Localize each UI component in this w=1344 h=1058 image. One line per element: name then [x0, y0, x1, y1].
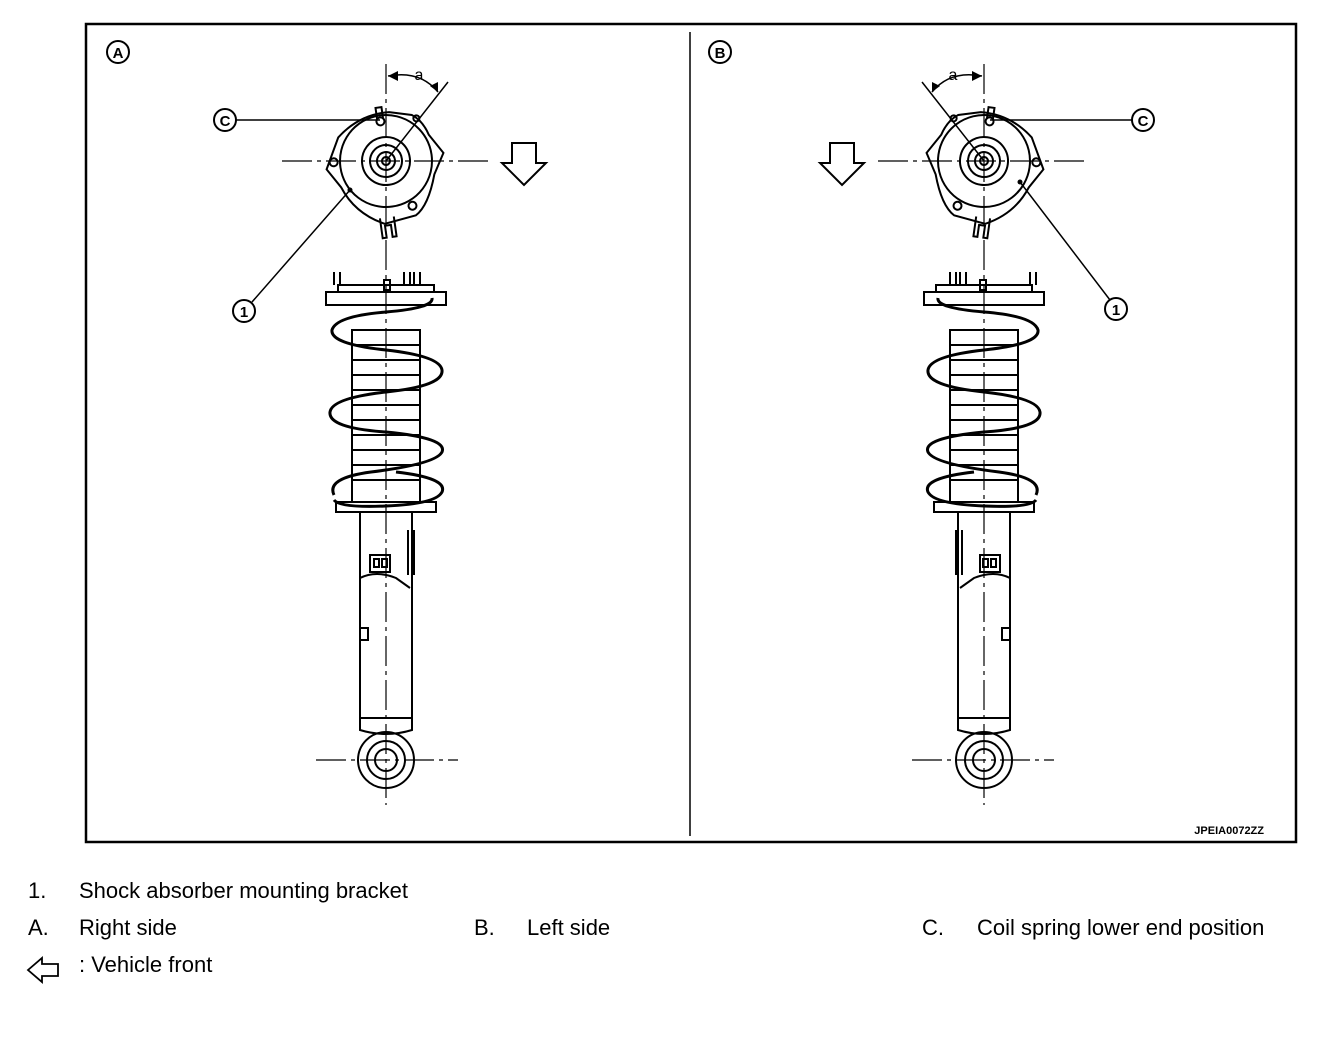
vehicle-front-arrow-a — [501, 142, 547, 186]
legend-item-1-text: Shock absorber mounting bracket — [79, 878, 408, 903]
callout-1-label-a: 1 — [240, 304, 248, 321]
vehicle-front-arrow-b — [819, 142, 865, 186]
legend-item-1-key: 1. — [28, 878, 47, 903]
panel-a: A a C 1 — [106, 40, 547, 805]
figure-code: JPEIA0072ZZ — [1194, 825, 1264, 837]
callout-1-label-b: 1 — [1112, 302, 1120, 319]
panel-a-label: A — [113, 45, 124, 62]
callout-1-badge-a — [232, 299, 256, 323]
angle-label-a: a — [415, 67, 424, 84]
figure-frame — [84, 22, 1298, 844]
legend-item-c-key: C. — [922, 915, 944, 940]
angle-label-b: a — [949, 67, 958, 84]
callout-c-badge-a — [213, 108, 237, 132]
panel-b: B a C 1 — [708, 40, 1155, 805]
callout-c-badge-b — [1131, 108, 1155, 132]
legend-item-b-key: B. — [474, 915, 495, 940]
hollow-arrow-left-icon — [26, 956, 59, 984]
callout-1-badge-b — [1104, 297, 1128, 321]
legend-item-c-text: Coil spring lower end position — [977, 915, 1265, 940]
legend-vehicle-front-text: : Vehicle front — [79, 952, 213, 977]
legend-item-b-text: Left side — [527, 915, 611, 940]
panel-b-label: B — [715, 45, 726, 62]
callout-c-label-a: C — [220, 113, 231, 130]
legend-item-a-text: Right side — [79, 915, 177, 940]
callout-c-label-b: C — [1138, 113, 1149, 130]
strut-diagram: A a C 1 B — [84, 22, 1298, 844]
panel-a-badge — [106, 40, 130, 64]
legend-item-a-key: A. — [28, 915, 49, 940]
panel-b-badge — [708, 40, 732, 64]
